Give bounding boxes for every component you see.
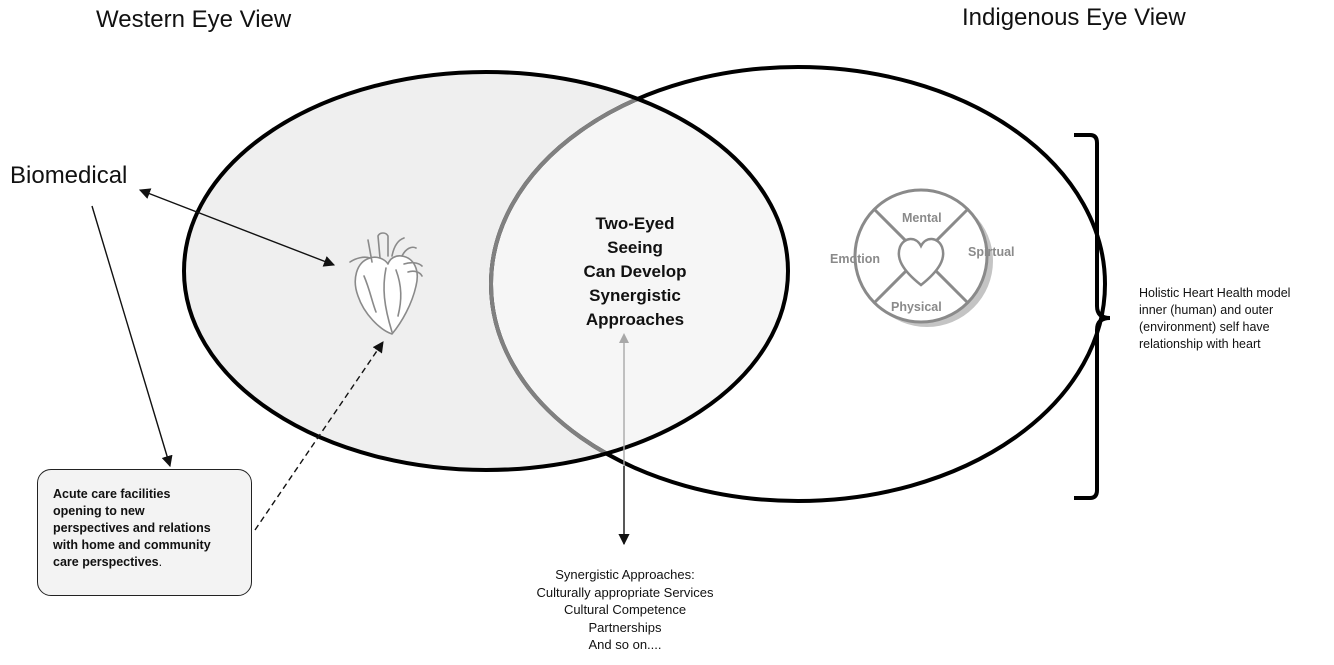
holistic-line: relationship with heart bbox=[1139, 337, 1261, 351]
acute-line: care perspectives bbox=[53, 555, 159, 569]
anatomical-heart-icon bbox=[349, 232, 423, 335]
right-curly-bracket bbox=[1074, 133, 1111, 500]
synergy-line: Culturally appropriate Services bbox=[536, 584, 714, 600]
overlap-fill bbox=[491, 72, 788, 470]
acute-line: perspectives and relations bbox=[53, 521, 211, 535]
overlap-inner-outline bbox=[489, 72, 788, 470]
center-line: Approaches bbox=[585, 310, 685, 329]
two-eyed-seeing-label: Two-Eyed Seeing Can Develop Synergistic … bbox=[560, 212, 710, 332]
holistic-line: inner (human) and outer bbox=[1139, 303, 1274, 317]
acute-line: opening to new bbox=[53, 504, 145, 518]
center-line: Two-Eyed bbox=[595, 214, 675, 233]
arrow-biomedical-to-heart bbox=[138, 188, 336, 267]
synergy-line: Synergistic Approaches: bbox=[555, 567, 695, 582]
wheel-label-spiritual: Spirtual bbox=[968, 245, 1015, 259]
center-line: Can Develop bbox=[583, 262, 687, 281]
acute-line: with home and community bbox=[53, 538, 211, 552]
acute-care-box: Acute care facilities opening to new per… bbox=[37, 469, 252, 596]
synergy-line: Partnerships bbox=[588, 619, 662, 635]
wheel-label-mental: Mental bbox=[902, 211, 942, 225]
arrow-biomedical-to-acute-box bbox=[91, 205, 173, 468]
western-eye-view-title: Western Eye View bbox=[96, 6, 292, 33]
arrow-acute-box-to-heart-dashed bbox=[254, 341, 384, 531]
holistic-wheel bbox=[853, 188, 993, 327]
synergy-line: And so on.... bbox=[588, 637, 662, 652]
holistic-line: (environment) self have bbox=[1139, 320, 1270, 334]
holistic-heart-health-text: Holistic Heart Health model inner (human… bbox=[1139, 285, 1290, 353]
center-line: Seeing bbox=[607, 238, 663, 257]
wheel-label-physical: Physical bbox=[891, 300, 942, 314]
acute-line-period: . bbox=[158, 555, 163, 569]
wheel-label-emotion: Emotion bbox=[830, 252, 880, 266]
acute-line: Acute care facilities bbox=[53, 487, 171, 501]
biomedical-label: Biomedical bbox=[10, 162, 128, 189]
western-ellipse bbox=[182, 70, 790, 472]
heart-icon bbox=[897, 237, 945, 287]
holistic-line: Holistic Heart Health model bbox=[1139, 286, 1291, 300]
center-line: Synergistic bbox=[589, 286, 681, 305]
indigenous-eye-view-title: Indigenous Eye View bbox=[962, 4, 1186, 31]
synergy-line: Cultural Competence bbox=[563, 602, 687, 617]
synergistic-approaches-list: Synergistic Approaches: Culturally appro… bbox=[505, 566, 745, 654]
arrow-center-head-gray bbox=[619, 333, 629, 343]
